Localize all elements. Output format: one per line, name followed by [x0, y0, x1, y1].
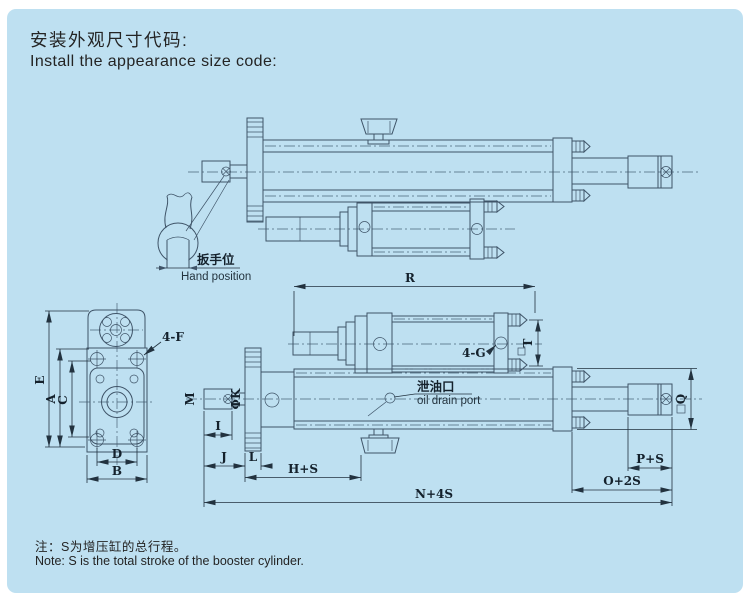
- oil-drain-label-en: oil drain port: [417, 395, 481, 407]
- page-title-zh: 安装外观尺寸代码:: [30, 30, 189, 50]
- dim-E: E: [33, 375, 47, 384]
- dim-O2S: O+2S: [603, 474, 641, 488]
- dim-N4S: N+4S: [415, 487, 453, 501]
- dim-4F: 4-F: [162, 330, 184, 344]
- diagram-panel: [7, 9, 743, 593]
- mount-holes: [88, 350, 146, 449]
- dim-B: B: [112, 464, 122, 478]
- side-view-dimensions: E A C D B 4-F: [33, 310, 184, 483]
- front-assembly-drawing: 泄油口 oil drain port: [186, 312, 702, 454]
- dim-D: D: [112, 447, 122, 461]
- dim-PS: P+S: [636, 452, 664, 466]
- top-assembly-drawing: 扳手位 Hand position: [156, 117, 700, 283]
- front-booster-cylinder: [292, 312, 528, 374]
- dim-4G: 4-G: [462, 346, 486, 360]
- wrench-icon: [156, 192, 240, 271]
- bottom-knob: [360, 428, 400, 454]
- dim-R: R: [405, 271, 416, 285]
- side-view-drawing: [79, 303, 155, 465]
- hand-position-label-zh: 扳手位: [197, 252, 235, 267]
- dim-Q: Q: [674, 394, 688, 404]
- dim-J: J: [220, 450, 227, 464]
- dim-K: ΦK: [229, 388, 243, 409]
- front-view-dimensions: R T 4-G M ΦK Q I J L: [183, 271, 697, 507]
- hand-position-label-en: Hand position: [181, 271, 251, 283]
- top-knob: [360, 118, 398, 145]
- top-booster-cylinder: [265, 198, 505, 260]
- dim-L: L: [249, 450, 258, 464]
- dim-A: A: [44, 394, 58, 405]
- footnote-zh: 注：S为增压缸的总行程。: [35, 540, 187, 554]
- page-title-en: Install the appearance size code:: [30, 53, 278, 70]
- footnote-en: Note: S is the total stroke of the boost…: [35, 554, 304, 568]
- dim-HS: H+S: [288, 462, 318, 476]
- dim-M: M: [183, 392, 197, 405]
- dim-I: I: [215, 419, 221, 433]
- dim-T: T: [521, 338, 535, 347]
- oil-drain-label-zh: 泄油口: [417, 379, 455, 394]
- dim-C: C: [56, 395, 70, 405]
